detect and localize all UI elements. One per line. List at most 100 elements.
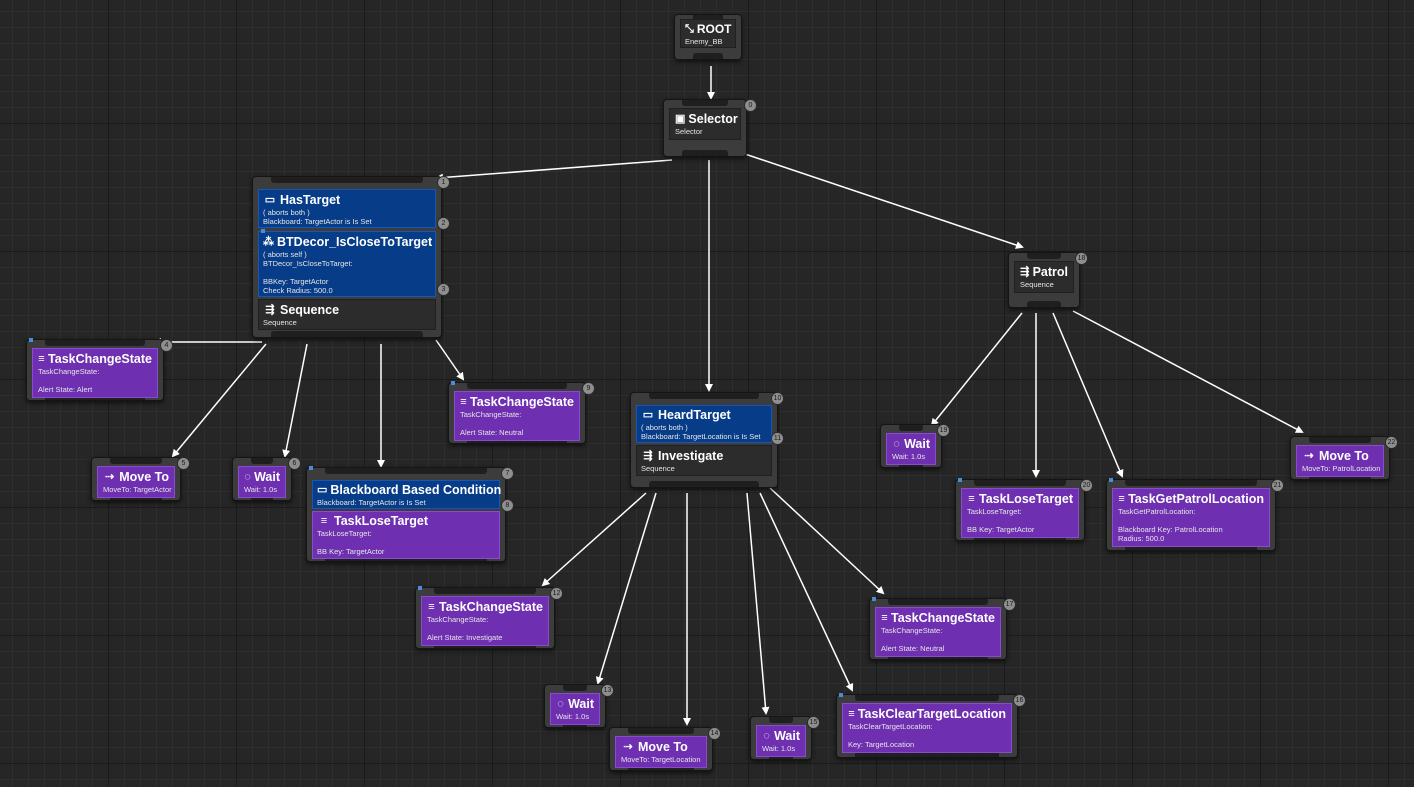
decorator-icon: ▭ [264,194,276,206]
node-title: TaskLoseTarget [978,492,1073,506]
selector-icon: ▣ [675,113,686,125]
decorator-icon: ▭ [317,484,328,496]
task-change-state-node[interactable]: 9 ≡TaskChangeState TaskChangeState: Aler… [448,381,595,444]
execution-index-badge: 2 [437,217,450,230]
task-icon: ≡ [460,396,467,408]
task-icon: ≡ [968,493,975,505]
connection-wire [541,492,647,587]
connection-wire [769,487,885,595]
root-icon: ⤡ [685,23,694,35]
task-change-state-node[interactable]: 12 ≡TaskChangeState TaskChangeState: Ale… [415,586,563,649]
node-title: Selector [688,112,738,126]
task-change-state-node[interactable]: 17 ≡TaskChangeState TaskChangeState: Ale… [869,597,1016,660]
breakpoint-flag [1109,478,1113,482]
decorator-line: BTDecor_IsCloseToTarget: [263,259,353,268]
node-title: Move To [119,470,169,484]
wait-icon: ◌ [763,730,770,742]
wait-node[interactable]: 15 ◌Wait Wait: 1.0s [750,716,820,760]
node-subtitle: Wait: 1.0s [556,712,590,721]
node-subtitle: Sequence [263,318,297,327]
wait-node[interactable]: 6 ◌Wait Wait: 1.0s [232,457,301,501]
wait-node[interactable]: 19 ◌Wait Wait: 1.0s [880,424,950,468]
node-line: Alert State: Neutral [460,428,524,437]
node-subtitle: MoveTo: TargetActor [103,485,172,494]
connection-wire [171,343,267,458]
execution-index-badge: 15 [807,716,820,729]
node-line: Blackboard Key: PatrolLocation [1118,525,1223,534]
wait-icon: ◌ [244,471,251,483]
connection-wire [435,339,465,381]
node-title: ROOT [696,22,732,36]
execution-index-badge: 21 [1271,479,1284,492]
node-title: Wait [774,729,800,743]
decorator-title: HasTarget [280,193,341,207]
breakpoint-flag [839,693,843,697]
node-line: TaskChangeState: [427,615,489,624]
wait-node[interactable]: 13 ◌ Wait Wait: 1.0s [544,684,614,728]
investigate-sequence-node[interactable]: 10 ▭HeardTarget ( aborts both ) Blackboa… [630,392,784,488]
task-icon: ≡ [1118,493,1125,505]
execution-index-badge: 4 [160,339,173,352]
connection-wire [595,492,657,685]
decorator-heard-target[interactable]: ▭HeardTarget ( aborts both ) Blackboard:… [636,405,772,443]
task-change-state-node[interactable]: 4 ≡TaskChangeState TaskChangeState: Aler… [26,338,173,401]
execution-index-badge: 9 [582,382,595,395]
decorator-is-close-to-target[interactable]: ⁂BTDecor_IsCloseToTarget ( aborts self )… [258,231,436,297]
decorator-line: ( aborts both ) [641,423,688,432]
move-to-node[interactable]: 14 ⇢Move To MoveTo: TargetLocation [609,727,721,771]
decorator-line: Blackboard: TargetActor is Is Set [263,217,372,226]
execution-index-badge: 6 [288,457,301,470]
decorator-line: Check Radius: 500.0 [263,286,333,295]
execution-index-badge: 0 [744,99,757,112]
move-to-node[interactable]: 22 ⇢Move To MoveTo: PatrolLocation [1290,436,1398,480]
node-title: TaskLoseTarget [334,514,429,528]
execution-index-badge: 5 [177,457,190,470]
node-subtitle: MoveTo: TargetLocation [621,755,701,764]
node-line: Alert State: Neutral [881,644,945,653]
selector-node[interactable]: 0 ▣Selector Selector [663,99,757,157]
decorator-blackboard-condition[interactable]: ▭Blackboard Based Condition Blackboard: … [312,480,501,509]
breakpoint-flag [958,478,962,482]
decorator-line: BBKey: TargetActor [263,277,329,286]
decorator-line: Blackboard: TargetActor is Is Set [317,498,426,507]
decorator-has-target[interactable]: ▭ HasTarget ( aborts both ) Blackboard: T… [258,189,436,228]
execution-index-badge: 7 [501,467,514,480]
node-subtitle: MoveTo: PatrolLocation [1302,464,1381,473]
node-title: TaskChangeState [891,611,995,625]
decorator-title: HeardTarget [658,408,731,422]
connection-wire [759,492,854,692]
task-clear-target-location-node[interactable]: 16 ≡TaskClearTargetLocation TaskClearTar… [836,693,1026,758]
patrol-sequence-node[interactable]: 18 ⇶Patrol Sequence [1008,252,1088,308]
connection-wire [1072,310,1304,433]
root-node[interactable]: ⤡ROOT Enemy_BB [674,14,742,60]
move-to-node[interactable]: 5 ⇢Move To MoveTo: TargetActor [91,457,190,501]
sequence-icon: ⇶ [265,304,275,316]
task-lose-target-node[interactable]: 20 ≡TaskLoseTarget TaskLoseTarget: BB Ke… [955,478,1093,541]
decorator-icon: ⁂ [263,236,274,248]
execution-index-badge: 16 [1013,694,1026,707]
node-title: TaskGetPatrolLocation [1128,492,1264,506]
execution-index-badge: 20 [1080,479,1093,492]
task-get-patrol-location-node[interactable]: 21 ≡TaskGetPatrolLocation TaskGetPatrolL… [1106,478,1284,551]
execution-index-badge: 12 [550,587,563,600]
breakpoint-flag [29,338,33,342]
node-line: BB Key: TargetActor [967,525,1035,534]
sequence-icon: ⇶ [643,450,653,462]
task-lose-target-node[interactable]: 7 ▭Blackboard Based Condition Blackboard… [306,466,514,562]
breakpoint-flag [418,586,422,590]
decorator-icon: ▭ [642,409,654,421]
node-title: Investigate [658,449,724,463]
connection-wire [1052,312,1124,478]
decorator-title: BTDecor_IsCloseToTarget [277,235,433,249]
execution-index-badge: 17 [1003,598,1016,611]
sequence-node[interactable]: 1 ▭HasTarget ( aborts both ) Blackboard:… [252,176,450,338]
decorator-line: ( aborts both ) [263,208,310,217]
node-subtitle: Selector [675,127,703,136]
node-line: Alert State: Investigate [427,633,503,642]
execution-index-badge: 13 [601,684,614,697]
node-title: TaskClearTargetLocation [857,707,1006,721]
node-line: TaskLoseTarget: [967,507,1022,516]
task-icon: ≡ [38,353,45,365]
node-title: Wait [568,697,594,711]
wait-icon: ◌ [557,698,564,710]
